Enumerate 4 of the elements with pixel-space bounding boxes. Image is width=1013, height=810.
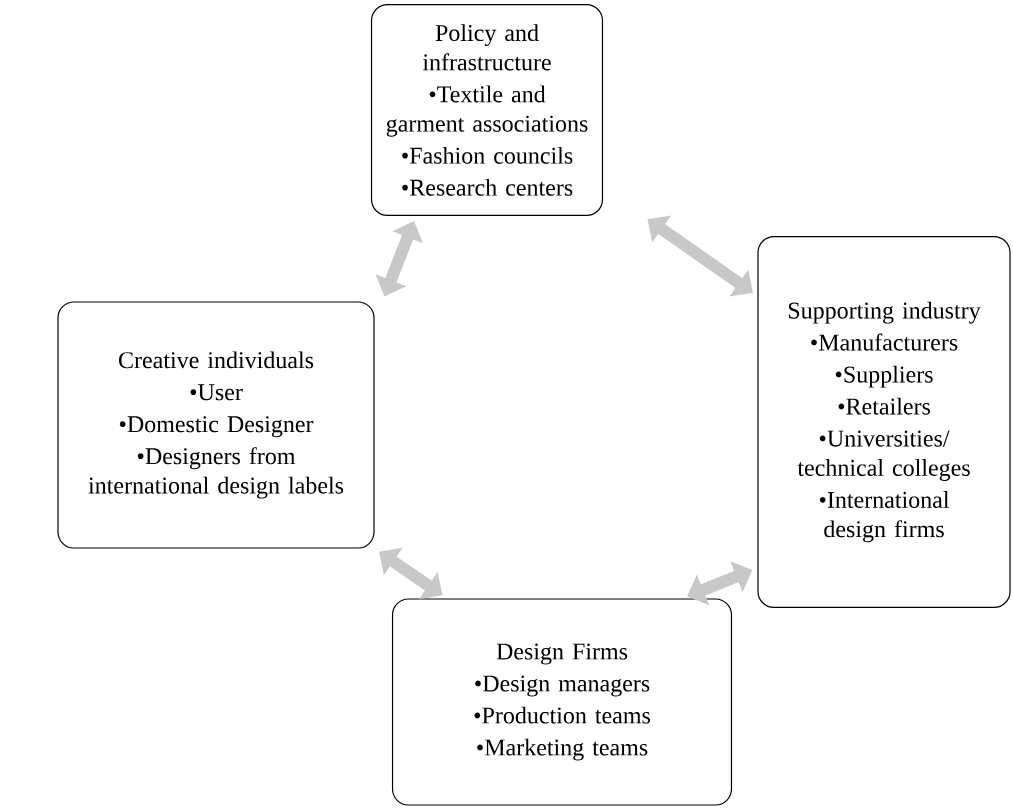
text-box: Design Firms •Design managers •Production teams •Marketing teams <box>391 598 733 806</box>
text-box: Policy and infrastructure •Textile and garment associations •Fashion councils •Research centers <box>370 3 604 217</box>
text-box: Creative individuals •User •Domestic Designer •Designers from international design labels <box>57 301 375 549</box>
text-box: Supporting industry •Manufacturers •Suppliers •Retailers •Universities/ technical colleges •International design firms <box>757 235 1011 609</box>
